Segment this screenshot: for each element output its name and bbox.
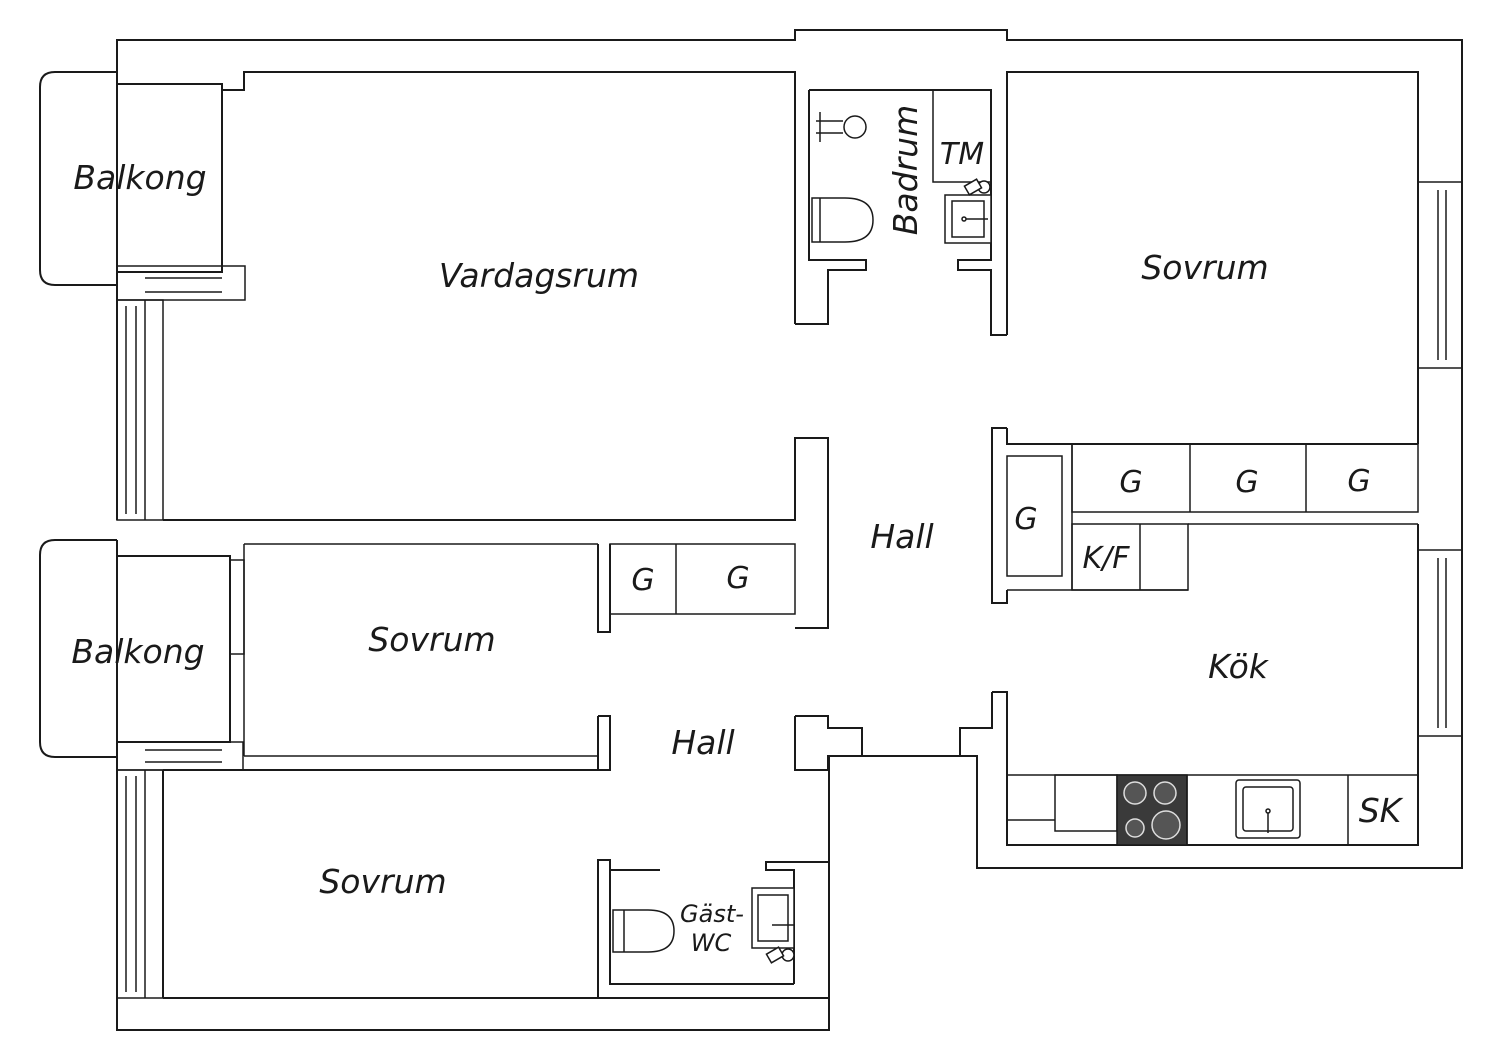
- hall-upper-label: Hall: [870, 517, 933, 556]
- wardrobe-label: G: [1347, 464, 1370, 499]
- vardagsrum-label: Vardagsrum: [439, 256, 639, 295]
- kok-label: Kök: [1208, 647, 1270, 686]
- wardrobe-label: G: [726, 561, 749, 596]
- balkong-bottom-label: Balkong: [71, 632, 204, 671]
- bathroom: [795, 89, 1007, 336]
- door-jambs: [794, 692, 993, 771]
- gastwc-label-line1: Gäst-: [680, 900, 744, 928]
- wardrobe-label: G: [631, 563, 654, 598]
- sovrum-right-label: Sovrum: [1141, 248, 1268, 287]
- wardrobes-left: [163, 543, 796, 771]
- hall-lower-label: Hall: [671, 723, 734, 762]
- sovrum-mid-label: Sovrum: [368, 620, 495, 659]
- tm-label: TM: [940, 137, 984, 172]
- wardrobe-label: G: [1235, 465, 1258, 500]
- gastwc-label-line2: WC: [691, 929, 732, 957]
- sk-label: SK: [1359, 791, 1404, 830]
- wardrobes-right: [991, 427, 1419, 604]
- wardrobe-label: G: [1119, 465, 1142, 500]
- wardrobe-label: G: [1014, 502, 1037, 537]
- guest-wc: [597, 859, 829, 998]
- windows: [116, 181, 1463, 999]
- badrum-label: Badrum: [886, 105, 925, 235]
- balkong-top-label: Balkong: [73, 158, 206, 197]
- kf-label: K/F: [1082, 541, 1130, 576]
- sovrum-bottom-label: Sovrum: [319, 862, 446, 901]
- kitchen-counter: [1007, 774, 1418, 846]
- balcony-top: [39, 71, 246, 301]
